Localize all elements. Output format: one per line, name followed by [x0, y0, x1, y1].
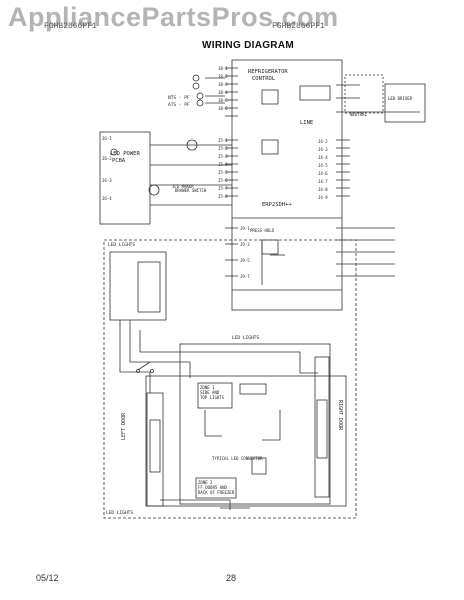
led-terminal-strip: [137, 261, 161, 313]
power-cord-box: [344, 74, 384, 114]
svg-text:J8-2: J8-2: [218, 74, 228, 79]
right-door-label: RIGHT DOOR: [337, 400, 343, 431]
led-zone-area: [145, 375, 347, 507]
svg-text:J6-4: J6-4: [102, 196, 112, 201]
led-lights-label: LED LIGHTS: [108, 242, 135, 248]
svg-text:J5-7: J5-7: [218, 186, 228, 191]
svg-text:J5-3: J5-3: [218, 154, 228, 159]
zone2-label: ZONE 2 FF DOORS AND BACK OF FREEZER: [198, 480, 235, 495]
control-right-outputs: [336, 84, 420, 277]
svg-text:J5-2: J5-2: [218, 146, 228, 151]
nts-pf-label: NTS - PF: [168, 95, 190, 101]
left-door-light-bar: [146, 392, 164, 507]
zone1-label: ZONE 1 SIDE AND TOP LIGHTS: [200, 385, 225, 400]
right-door-light-bar: [314, 356, 330, 498]
led-power-supply-box: [384, 83, 426, 123]
svg-text:J9-5: J9-5: [240, 258, 250, 263]
watermark: AppliancePartsPros.com: [8, 2, 339, 32]
svg-text:J5-6: J5-6: [218, 178, 228, 183]
neutral-label: NEUTRAL: [350, 112, 367, 117]
svg-text:J4-7: J4-7: [318, 179, 328, 184]
refrigerator-control-label: REFRIGERATOR CONTROL: [248, 69, 291, 82]
left-door-label: LEFT DOOR: [121, 412, 127, 440]
relay-3: [261, 239, 279, 255]
refrigerator-control-board: [231, 59, 343, 311]
drawer-switch-label: DRAWER SWITCH: [175, 188, 207, 193]
svg-text:J6-2: J6-2: [102, 156, 112, 161]
typical-connector-label: TYPICAL LED CONNECTOR: [212, 456, 263, 461]
header-model-left: FGHB2866PF1: [44, 22, 97, 31]
led-inner-border: [179, 343, 331, 505]
zone2-box: [195, 477, 237, 499]
zone1-box: [197, 382, 233, 409]
led-power-pcba-label: LED POWER PCBA: [110, 151, 143, 164]
svg-text:J8-3: J8-3: [218, 82, 228, 87]
relay-1: [261, 89, 279, 105]
svg-text:J9-1: J9-1: [240, 226, 250, 231]
line-label: LINE: [300, 120, 313, 126]
page-title: WIRING DIAGRAM: [202, 40, 294, 51]
ice-maker-label: ICE MAKER: [172, 184, 194, 189]
led-lights-frame: [103, 239, 357, 519]
svg-text:J4-5: J4-5: [318, 163, 328, 168]
svg-text:J8-6: J8-6: [218, 106, 228, 111]
led-lights-top-label: LED LIGHTS: [232, 335, 259, 341]
led-lights-connector-block: [109, 251, 167, 321]
svg-text:J6-1: J6-1: [102, 136, 112, 141]
svg-text:J8-1: J8-1: [218, 66, 228, 71]
svg-text:J5-4: J5-4: [218, 162, 228, 167]
svg-text:J4-8: J4-8: [318, 187, 328, 192]
header-model-right: FGHB2866PF1: [272, 22, 325, 31]
svg-text:J9-3: J9-3: [240, 242, 250, 247]
thermistor-symbol: [186, 139, 198, 151]
ice-maker-symbol: [148, 184, 160, 196]
svg-text:J5-1: J5-1: [218, 138, 228, 143]
svg-text:J5-5: J5-5: [218, 170, 228, 175]
svg-text:J8-5: J8-5: [218, 98, 228, 103]
relay-2: [261, 139, 279, 155]
svg-text:J6-3: J6-3: [102, 178, 112, 183]
ats-pf-label: ATS - PF: [168, 102, 190, 108]
led-driver-label: LED DRIVER: [388, 96, 413, 101]
svg-text:J4-2: J4-2: [318, 139, 328, 144]
footer-page-number: 28: [226, 573, 237, 583]
svg-text:J8-4: J8-4: [218, 90, 228, 95]
led-lights-bottom-label: LED LIGHTS: [106, 510, 133, 516]
led-power-pcba-box: [99, 131, 151, 225]
svg-text:J4-6: J4-6: [318, 171, 328, 176]
svg-text:J4-4: J4-4: [318, 155, 328, 160]
control-connector-pins: [225, 67, 238, 277]
press-hold-label: PRESS HOLD: [250, 228, 275, 233]
svg-text:J4-3: J4-3: [318, 147, 328, 152]
fuse-box: [299, 85, 331, 101]
typical-connector-symbol: [251, 457, 267, 475]
svg-text:J5-8: J5-8: [218, 194, 228, 199]
svg-text:J9-7: J9-7: [240, 274, 250, 279]
erp-label: ERP2SDH++: [262, 202, 292, 208]
svg-text:J4-9: J4-9: [318, 195, 328, 200]
footer-date: 05/12: [36, 573, 59, 583]
